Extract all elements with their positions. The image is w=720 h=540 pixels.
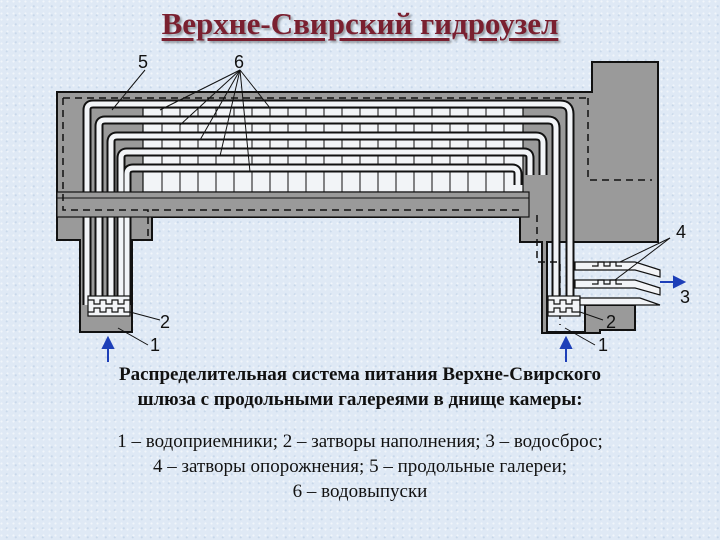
legend-line-3: 6 – водовыпуски: [292, 481, 428, 502]
label-4: 4: [676, 222, 686, 242]
chamber-bottom-slab: [56, 191, 530, 218]
caption-line-2: шлюза с продольными галереями в днище ка…: [137, 389, 583, 410]
figure-caption: Распределительная система питания Верхне…: [30, 362, 690, 412]
caption-line-1: Распределительная система питания Верхне…: [118, 364, 602, 385]
left-filling-valves: [87, 295, 131, 317]
label-2-right: 2: [606, 312, 616, 332]
page-title: Верхне-Свирский гидроузел: [161, 6, 559, 41]
dashed-outlines: [62, 97, 652, 325]
label-5: 5: [138, 52, 148, 72]
figure-legend: 1 – водоприемники; 2 – затворы наполнени…: [20, 429, 700, 504]
label-1-left: 1: [150, 335, 160, 355]
label-2-left: 2: [160, 312, 170, 332]
longitudinal-galleries-inner: [84, 101, 573, 305]
legend-line-1: 1 – водоприемники; 2 – затворы наполнени…: [117, 431, 603, 452]
leader-lines: [111, 69, 671, 346]
emptying-galleries: [574, 261, 661, 306]
label-6: 6: [234, 52, 244, 72]
right-filling-valves: [547, 295, 581, 317]
label-1-right: 1: [598, 335, 608, 355]
flow-arrows: [101, 275, 687, 362]
label-3: 3: [680, 287, 690, 307]
legend-line-2: 4 – затворы опорожнения; 5 – продольные …: [152, 456, 568, 477]
